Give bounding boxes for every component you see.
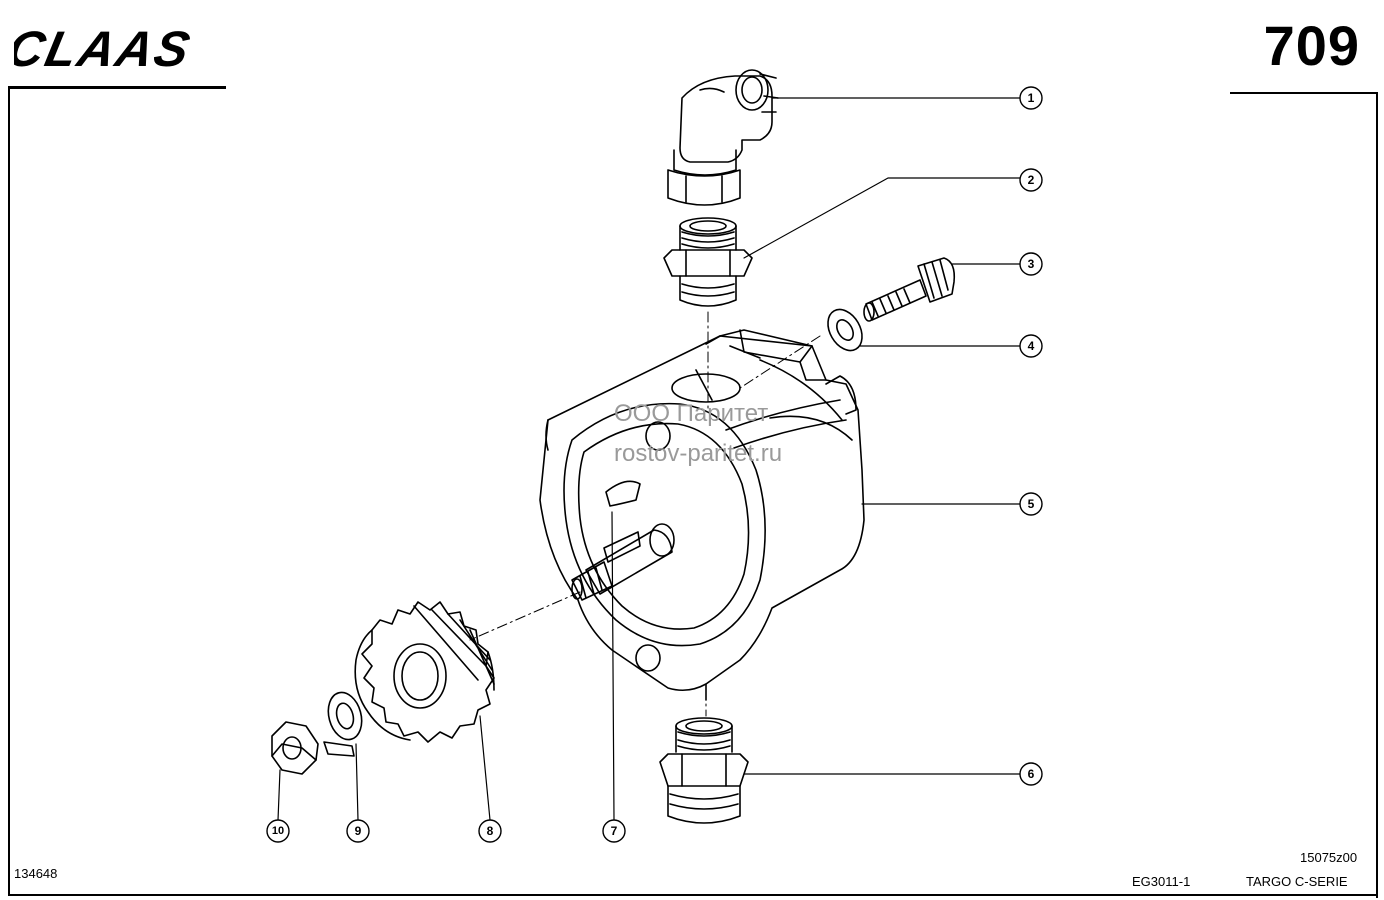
brand-text: CLAAS bbox=[14, 22, 196, 74]
callout-label-10: 10 bbox=[272, 825, 284, 837]
part-2-adapter bbox=[663, 217, 753, 307]
part-5-pump-body bbox=[539, 329, 865, 701]
series-name: TARGO C-SERIE bbox=[1246, 874, 1348, 889]
part-4-washer bbox=[827, 308, 863, 352]
part-1-elbow-fitting bbox=[667, 69, 779, 206]
header-rule-left bbox=[8, 86, 226, 89]
bottom-border bbox=[8, 894, 1378, 896]
callout-circle-7 bbox=[602, 819, 626, 843]
callout-label-8: 8 bbox=[487, 824, 494, 838]
part-8-gear bbox=[354, 601, 495, 743]
callout-circle-5 bbox=[1019, 492, 1043, 516]
group-code: EG3011-1 bbox=[1132, 874, 1191, 889]
callout-label-4: 4 bbox=[1028, 339, 1035, 353]
leader-lines bbox=[277, 97, 1021, 821]
left-border bbox=[8, 88, 10, 894]
callout-circle-10 bbox=[266, 819, 290, 843]
callout-circle-3 bbox=[1019, 252, 1043, 276]
callout-circle-1 bbox=[1019, 86, 1043, 110]
watermark-line-2: rostov-paritet.ru bbox=[614, 440, 783, 467]
callout-circle-8 bbox=[478, 819, 502, 843]
center-lines bbox=[469, 311, 821, 717]
callout-label-2: 2 bbox=[1028, 173, 1035, 187]
callout-label-7: 7 bbox=[611, 824, 618, 838]
callout-label-1: 1 bbox=[1028, 91, 1035, 105]
part-9-washer bbox=[323, 691, 363, 757]
callout-circle-9 bbox=[346, 819, 370, 843]
callout-label-5: 5 bbox=[1028, 497, 1035, 511]
claas-logo: CLAAS bbox=[14, 22, 196, 74]
callout-label-6: 6 bbox=[1028, 767, 1035, 781]
callout-circle-4 bbox=[1019, 334, 1043, 358]
callout-circle-2 bbox=[1019, 168, 1043, 192]
callout-label-9: 9 bbox=[355, 824, 362, 838]
part-6-adapter bbox=[659, 717, 749, 824]
right-border bbox=[1376, 92, 1378, 898]
figure-code: 15075z00 bbox=[1300, 850, 1358, 865]
page-number: 709 bbox=[1263, 14, 1360, 77]
header-rule-right bbox=[1230, 92, 1376, 94]
part-3-bolt bbox=[863, 257, 956, 322]
callout-label-3: 3 bbox=[1028, 257, 1035, 271]
callout-circle-6 bbox=[1019, 762, 1043, 786]
part-7-shaft bbox=[571, 523, 675, 601]
drawing-id: 134648 bbox=[14, 866, 58, 881]
part-10-nut bbox=[271, 721, 319, 775]
watermark-line-1: ООО Паритет bbox=[614, 400, 769, 427]
